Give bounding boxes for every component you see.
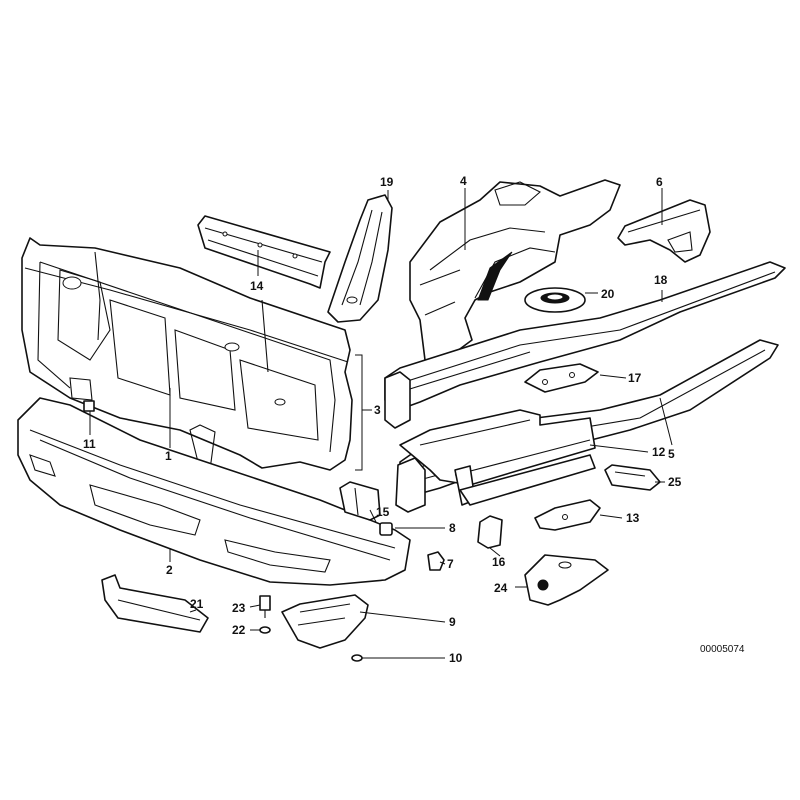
bracket-part-17[interactable]	[524, 363, 599, 393]
callout-5: 5	[668, 447, 675, 461]
bumper-part-2[interactable]	[17, 397, 411, 586]
callout-19: 19	[380, 175, 394, 189]
callout-labels: 1 2 3 4 5 6 7 8 9 10 11 12 13 14 15 16 1…	[83, 174, 745, 665]
mount-ring-part-20[interactable]	[524, 287, 586, 313]
callout-22: 22	[232, 623, 246, 637]
block-part-16[interactable]	[477, 515, 503, 549]
callout-16: 16	[492, 555, 506, 569]
reinforcement-part-12[interactable]	[399, 409, 596, 506]
bracket-part-13[interactable]	[534, 499, 601, 531]
air-duct-part-9[interactable]	[281, 594, 369, 649]
callout-14: 14	[250, 279, 264, 293]
mount-bracket-part-24[interactable]	[524, 554, 609, 606]
callout-9: 9	[449, 615, 456, 629]
callout-23: 23	[232, 601, 246, 615]
clip-part-25[interactable]	[604, 464, 661, 491]
drawing-number: 00005074	[700, 644, 745, 655]
callout-24: 24	[494, 581, 508, 595]
cross-member-part-14[interactable]	[197, 215, 331, 289]
callout-10: 10	[449, 651, 463, 665]
leader-lines	[89, 188, 673, 659]
callout-11: 11	[83, 437, 96, 451]
nut-part-10[interactable]	[351, 654, 363, 662]
callout-20: 20	[601, 287, 615, 301]
callout-4: 4	[460, 174, 467, 188]
clip-part-11[interactable]	[83, 400, 95, 412]
trim-part-21[interactable]	[101, 574, 209, 633]
callout-6: 6	[656, 175, 663, 189]
side-member-part-18[interactable]	[384, 261, 786, 429]
callout-15: 15	[376, 505, 390, 519]
panel-part-6[interactable]	[617, 199, 711, 263]
wheel-house-part-4[interactable]	[409, 179, 621, 361]
bracket-part-19[interactable]	[327, 194, 393, 323]
nut-part-8[interactable]	[379, 522, 393, 536]
callout-3: 3	[374, 403, 381, 417]
callout-13: 13	[626, 511, 640, 525]
clip-part-7[interactable]	[427, 551, 445, 571]
callout-12: 12	[652, 445, 666, 459]
front-panel-part-1[interactable]	[21, 237, 353, 471]
callout-25: 25	[668, 475, 682, 489]
bracket-leader-3	[355, 354, 363, 471]
callout-2: 2	[166, 563, 173, 577]
callout-8: 8	[449, 521, 456, 535]
callout-7: 7	[447, 557, 454, 571]
screw-part-23[interactable]	[259, 595, 271, 618]
washer-part-22[interactable]	[259, 626, 271, 634]
callout-17: 17	[628, 371, 642, 385]
callout-18: 18	[654, 273, 668, 287]
callout-21: 21	[190, 597, 204, 611]
callout-1: 1	[165, 449, 172, 463]
